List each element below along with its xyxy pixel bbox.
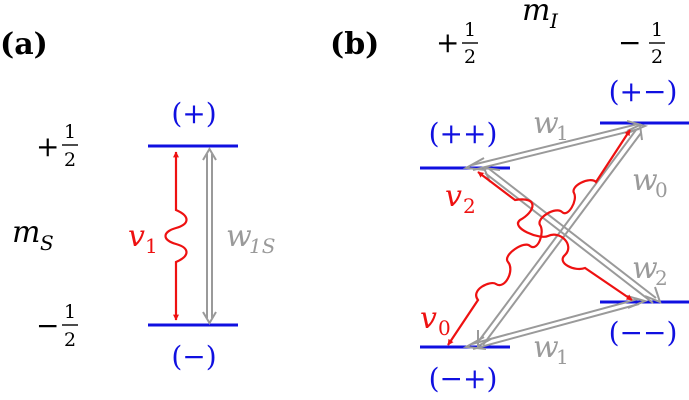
panel-b-axis-label: m I [522,0,559,33]
svg-text:v: v [445,179,462,214]
label-v1: v 1 [128,219,158,258]
svg-text:w: w [533,330,559,365]
spin-denominator: 2 [64,329,76,351]
svg-text:w: w [226,219,252,254]
svg-text:1: 1 [145,234,158,258]
svg-text:1S: 1S [249,234,275,258]
label-w1-bottom: w 1 [533,330,569,369]
panel-a-spin-minus: − 1 2 [36,301,78,351]
spin-denominator: 2 [464,46,476,68]
spin-sign: + [436,26,459,59]
svg-text:2: 2 [655,266,668,290]
label-w2: w 2 [632,251,668,290]
panel-b-spin-plus: + 1 2 [436,19,478,68]
level-label-mm: (−−) [609,316,678,349]
transition-w1s-arrow [202,147,217,325]
axis-label-main: m [12,215,40,250]
label-w1-top: w 1 [533,106,569,145]
spin-denominator: 2 [64,149,76,171]
spin-sign: − [36,309,59,342]
svg-text:v: v [420,301,437,336]
transition-v2-arrow [477,171,633,301]
panel-b-tag: (b) [330,27,379,62]
spin-numerator: 1 [464,19,476,41]
spin-numerator: 1 [651,19,663,41]
label-v0: v 0 [420,301,451,340]
transition-v0-arrow [447,129,631,346]
axis-label-sub: I [549,9,559,33]
axis-label-main: m [522,0,550,28]
panel-a-axis-label: m S [12,215,54,255]
panel-b-spin-minus: − 1 2 [618,19,665,68]
axis-label-sub: S [40,231,54,255]
level-label-mp: (−+) [429,362,498,395]
svg-text:w: w [632,163,658,198]
transition-v1-arrow [164,151,188,321]
panel-a-spin-plus: + 1 2 [36,121,78,171]
label-w0: w 0 [632,163,668,202]
svg-text:1: 1 [556,345,569,369]
svg-text:0: 0 [655,178,668,202]
svg-text:0: 0 [438,316,451,340]
label-w1s: w 1S [226,219,275,258]
svg-text:2: 2 [463,194,476,218]
level-label-pm: (+−) [609,75,678,108]
level-label-plus: (+) [171,97,216,130]
svg-text:w: w [533,106,559,141]
spin-denominator: 2 [651,46,663,68]
panel-a-tag: (a) [0,27,48,62]
label-v2: v 2 [445,179,476,218]
svg-text:w: w [632,251,658,286]
spin-numerator: 1 [64,121,76,143]
spin-sign: − [618,26,641,59]
level-label-pp: (++) [429,117,498,150]
level-label-minus: (−) [171,340,216,373]
svg-text:v: v [128,219,145,254]
spin-numerator: 1 [64,301,76,323]
spin-sign: + [36,130,59,163]
svg-text:1: 1 [556,121,569,145]
